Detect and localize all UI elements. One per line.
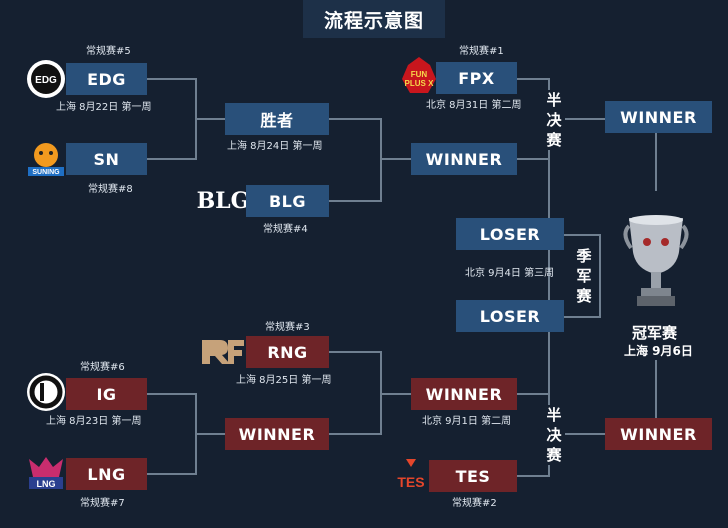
blg-logo: BLG [196, 180, 250, 222]
seed-label: 常规赛#1 [459, 46, 504, 57]
connector [380, 393, 411, 395]
team-name: SN [93, 149, 120, 169]
team-name: EDG [87, 69, 126, 89]
seed-label: 常规赛#4 [263, 224, 308, 235]
team-blg[interactable]: BLG [246, 185, 329, 217]
connector [548, 78, 550, 310]
upper-round1-winner[interactable]: 胜者 [225, 103, 329, 135]
connector [329, 200, 381, 202]
lower-round1-winner[interactable]: WINNER [225, 418, 329, 450]
svg-text:PLUS X: PLUS X [405, 79, 435, 88]
svg-text:TES: TES [397, 474, 424, 490]
team-fpx[interactable]: FPX [436, 62, 517, 94]
connector [565, 433, 605, 435]
seed-label: 常规赛#2 [452, 498, 497, 509]
seed-label: 常规赛#5 [86, 46, 131, 57]
connector [564, 316, 600, 318]
team-name: RNG [267, 342, 308, 362]
team-name: FPX [458, 68, 495, 88]
connector [147, 158, 195, 160]
connector [517, 158, 549, 160]
match-date: 上海 8月25日 第一周 [236, 375, 332, 386]
connector [517, 78, 549, 80]
upper-round2-winner[interactable]: WINNER [411, 143, 517, 175]
lower-final-slot[interactable]: WINNER [605, 418, 712, 450]
team-name: LNG [87, 464, 126, 484]
slot-label: 胜者 [260, 111, 294, 130]
slot-label: LOSER [479, 306, 541, 326]
connector [147, 473, 195, 475]
match-date: 上海 8月22日 第一周 [56, 102, 152, 113]
svg-text:LNG: LNG [37, 479, 56, 489]
svg-text:BLG: BLG [197, 188, 250, 214]
ig-logo [25, 371, 67, 413]
connector [517, 393, 549, 395]
match-date: 上海 8月24日 第一周 [227, 141, 323, 152]
seed-label: 常规赛#7 [80, 498, 125, 509]
slot-label: WINNER [620, 107, 697, 127]
semifinal-label-lower: 半决赛 [545, 405, 563, 465]
svg-text:EDG: EDG [35, 75, 57, 86]
edg-logo: EDG [25, 58, 67, 100]
third-place-loser-2[interactable]: LOSER [456, 300, 564, 332]
slot-label: LOSER [479, 224, 541, 244]
connector [380, 158, 411, 160]
match-date: 上海 8月23日 第一周 [46, 416, 142, 427]
third-place-label: 季军赛 [575, 246, 593, 306]
fpx-logo: FUN PLUS X [398, 55, 440, 97]
team-lng[interactable]: LNG [66, 458, 147, 490]
slot-label: WINNER [238, 424, 316, 444]
team-name: BLG [268, 191, 307, 211]
rng-logo [198, 331, 248, 373]
connector [655, 360, 657, 418]
connector [655, 133, 657, 191]
connector [565, 118, 605, 120]
slot-label: WINNER [425, 149, 503, 169]
connector [599, 234, 601, 318]
third-place-loser-1[interactable]: LOSER [456, 218, 564, 250]
connector [380, 118, 382, 202]
team-sn[interactable]: SN [66, 143, 147, 175]
team-tes[interactable]: TES [429, 460, 517, 492]
semifinal-label-upper: 半决赛 [545, 90, 563, 150]
seed-label: 常规赛#8 [88, 184, 133, 195]
team-edg[interactable]: EDG [66, 63, 147, 95]
connector [329, 433, 381, 435]
final-date: 上海 9月6日 [624, 344, 693, 358]
connector [329, 351, 381, 353]
connector [195, 118, 225, 120]
page-title: 流程示意图 [303, 0, 445, 38]
connector [147, 78, 195, 80]
svg-text:SUNING: SUNING [32, 169, 60, 176]
team-ig[interactable]: IG [66, 378, 147, 410]
seed-label: 常规赛#6 [80, 362, 125, 373]
trophy-icon [621, 212, 691, 312]
team-name: IG [96, 384, 117, 404]
lng-logo: LNG [25, 453, 67, 495]
team-rng[interactable]: RNG [246, 336, 329, 368]
connector [329, 118, 381, 120]
team-name: TES [455, 466, 491, 486]
connector [564, 234, 600, 236]
slot-label: WINNER [620, 424, 697, 444]
connector [147, 393, 195, 395]
seed-label: 常规赛#3 [265, 322, 310, 333]
lower-round2-winner[interactable]: WINNER [411, 378, 517, 410]
connector [548, 330, 550, 477]
sn-logo: SUNING [25, 138, 67, 180]
final-label: 冠军赛 [632, 324, 678, 342]
connector [517, 475, 549, 477]
svg-text:FUN: FUN [411, 70, 428, 79]
match-date: 北京 9月1日 第二周 [422, 416, 512, 427]
match-date: 北京 8月31日 第二周 [426, 100, 522, 111]
slot-label: WINNER [425, 384, 503, 404]
match-date: 北京 9月4日 第三周 [465, 268, 555, 279]
upper-final-slot[interactable]: WINNER [605, 101, 712, 133]
tes-logo: TES [386, 455, 436, 497]
connector [195, 433, 225, 435]
